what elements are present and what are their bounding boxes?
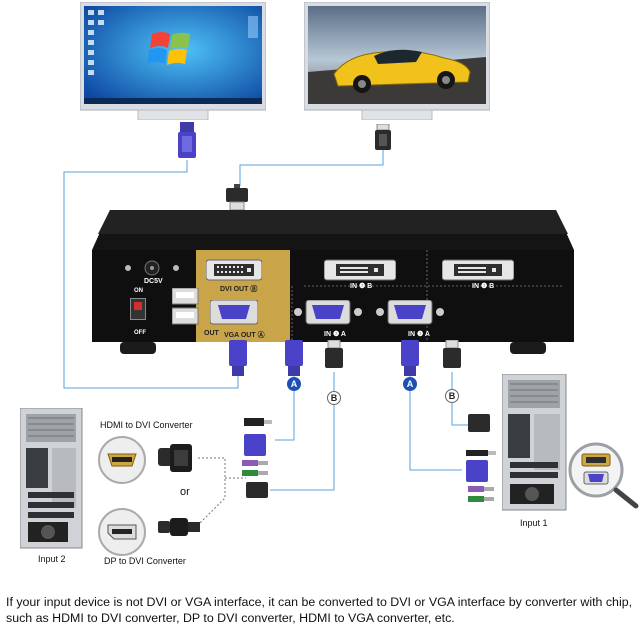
out-label: OUT	[204, 330, 219, 337]
input1-pc	[501, 373, 568, 512]
dvi-plug-icon	[443, 340, 461, 368]
in2a-label: IN ❷ A	[324, 331, 346, 338]
input2-pc	[19, 407, 84, 550]
vga-plug-icon	[285, 340, 303, 376]
computer-tower-icon	[501, 373, 567, 511]
hdmi-port-icon	[107, 453, 137, 467]
dvi-out-port-icon	[206, 259, 262, 281]
dvi-connector-icon	[226, 184, 248, 210]
hdmi-port-zoom	[98, 436, 146, 484]
in2b-dvi-port-icon	[324, 259, 396, 281]
dvi-plug-icon	[325, 340, 343, 368]
usb-ports-icon	[172, 288, 199, 325]
in1b-dvi-port-icon	[442, 259, 514, 281]
hdmi-dvi-adapter-icon	[158, 444, 192, 472]
vga-plug-icon	[229, 340, 247, 376]
off-label: OFF	[134, 330, 146, 336]
input2-label: Input 2	[38, 554, 66, 564]
vga-connector-icon	[178, 122, 196, 158]
magnifier-icon	[568, 442, 639, 509]
dvi-out-label: DVI OUT Ⓑ	[220, 286, 258, 293]
displayport-icon	[107, 524, 137, 540]
on-label: ON	[134, 288, 143, 294]
vga-out-label: VGA OUT Ⓐ	[224, 332, 265, 339]
dc-label: DC5V	[144, 278, 163, 285]
marker-a: A	[403, 377, 417, 391]
kvm-switch: DC5V ON OFF DVI OUT Ⓑ OUT VGA OUT Ⓐ IN ❷…	[92, 210, 574, 356]
in1a-vga-port-icon	[376, 300, 444, 325]
bottom-note: If your input device is not DVI or VGA i…	[6, 595, 633, 625]
sports-car-monitor-icon	[303, 1, 491, 121]
dp-dvi-adapter-icon	[158, 518, 200, 536]
dp-converter-title: DP to DVI Converter	[104, 556, 186, 566]
hdmi-converter-title: HDMI to DVI Converter	[100, 420, 193, 430]
right-monitor	[303, 1, 491, 121]
kvm-cable-bundle-icon	[466, 414, 496, 502]
power-switch[interactable]	[130, 298, 146, 320]
dvi-connector-icon	[375, 124, 391, 150]
kvm-cable-bundle-icon	[242, 418, 272, 498]
input1-label: Input 1	[520, 518, 548, 528]
or-label: or	[180, 486, 190, 498]
in1a-label: IN ❶ A	[408, 331, 430, 338]
marker-b: B	[445, 389, 459, 403]
in2a-vga-port-icon	[294, 300, 362, 325]
marker-b: B	[327, 391, 341, 405]
vga-plug-icon	[401, 340, 419, 376]
dc-power-jack-icon	[125, 260, 179, 276]
in1b-label: IN ❶ B	[472, 283, 495, 290]
in2b-label: IN ❷ B	[350, 283, 373, 290]
left-monitor	[79, 1, 267, 121]
marker-a: A	[287, 377, 301, 391]
computer-tower-icon	[19, 407, 83, 549]
vga-out-port-icon	[210, 300, 258, 325]
dp-port-zoom	[98, 508, 146, 556]
windows-monitor-icon	[79, 1, 267, 121]
